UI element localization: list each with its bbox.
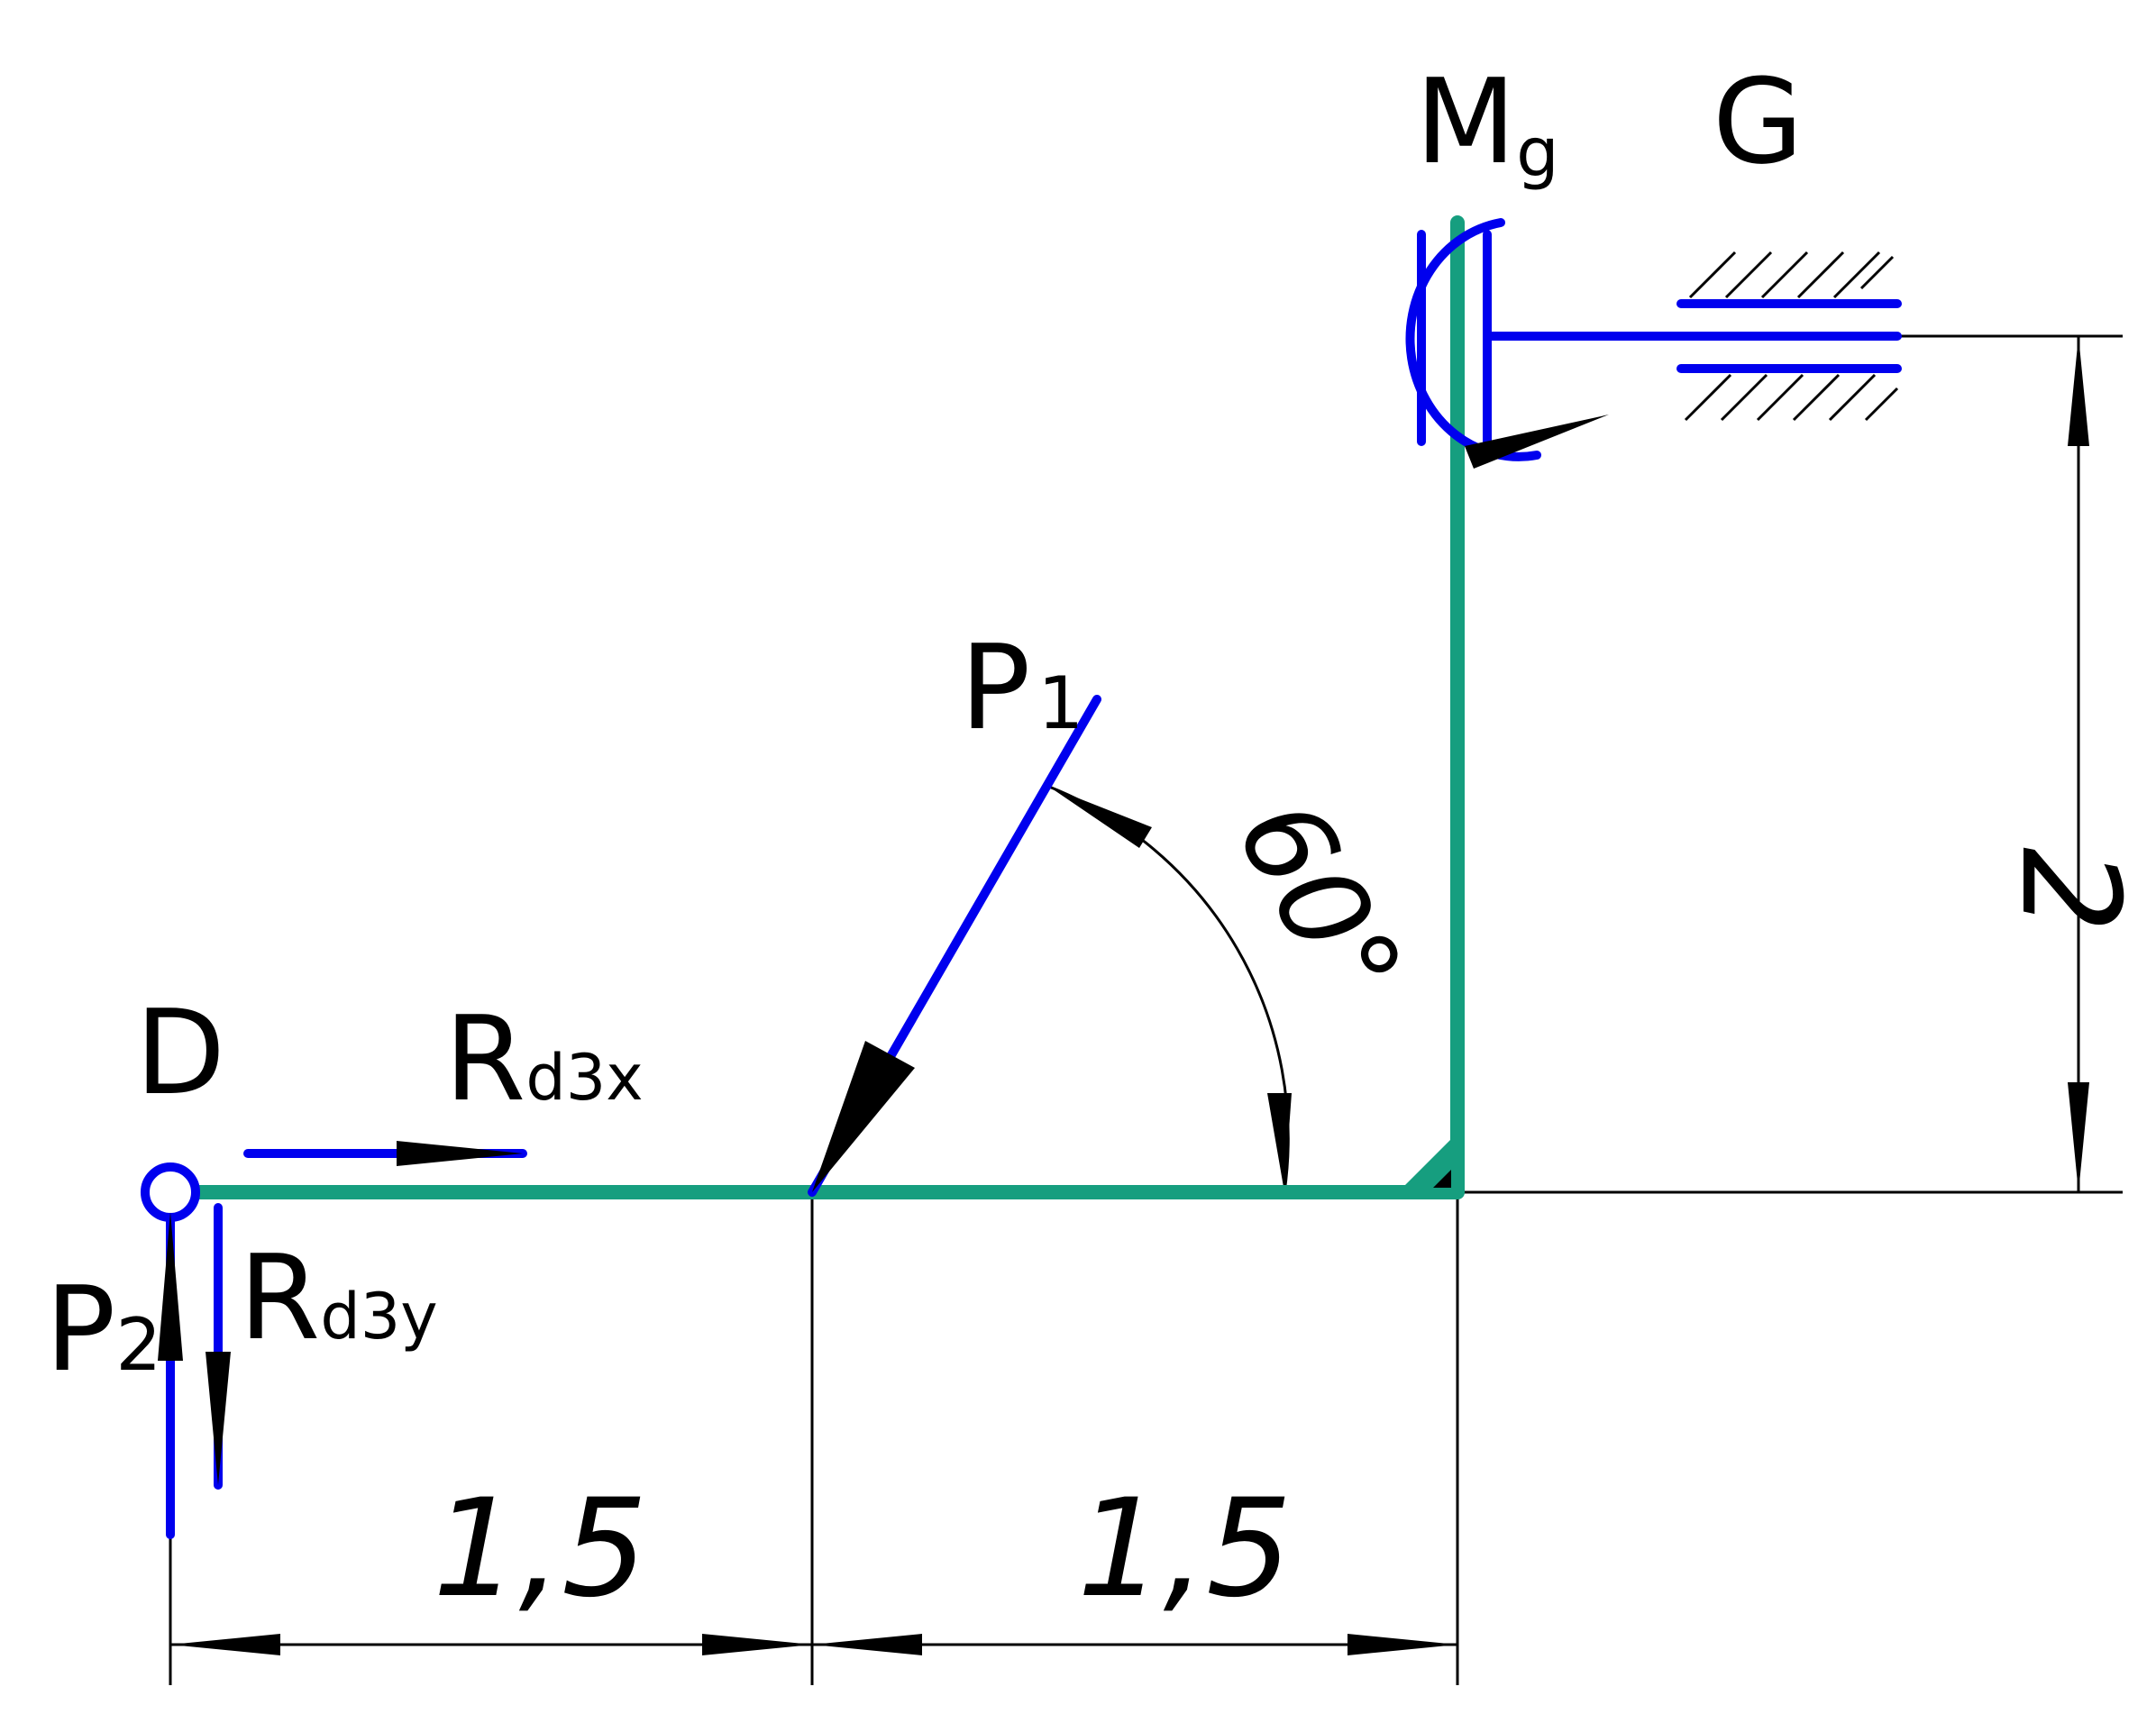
- dimension-left-span: 1,5: [433, 1471, 648, 1627]
- angle-arrowhead-top: [1049, 787, 1152, 848]
- arrowhead-down: [2068, 1082, 2089, 1192]
- arrowhead-right-2: [1348, 1634, 1457, 1655]
- frame: [163, 215, 1465, 1199]
- arrowhead-right-1: [702, 1634, 812, 1655]
- p1-arrowhead: [812, 1041, 915, 1192]
- support-hatching: [1684, 251, 1899, 422]
- frame-corner-gusset: [1401, 1135, 1455, 1190]
- reaction-x-arrowhead: [397, 1141, 523, 1166]
- reaction-y-arrowhead: [206, 1352, 231, 1485]
- label-moment: Mg: [1415, 53, 1559, 192]
- label-force-p2: P2: [45, 1261, 161, 1398]
- dimension-right-span: 1,5: [1077, 1471, 1293, 1627]
- label-point-d: D: [135, 984, 225, 1121]
- label-reaction-x: Rd3x: [444, 990, 644, 1127]
- force-arrowheads: [158, 415, 1609, 1485]
- angle-arrowhead-bottom: [1267, 1093, 1292, 1192]
- dimension-arrowheads: [170, 336, 2089, 1655]
- label-support-g: G: [1713, 53, 1804, 190]
- dimension-height: 2: [1991, 847, 2148, 933]
- arrowhead-left-2: [812, 1634, 922, 1655]
- dimension-values: 1,5 1,5 2 60°: [433, 778, 2148, 1627]
- frame-corner-mark: [1433, 1170, 1451, 1188]
- label-reaction-y: Rd3y: [239, 1229, 438, 1366]
- moment-arrowhead: [1465, 415, 1609, 469]
- arrowhead-left-1: [170, 1634, 280, 1655]
- p2-arrowhead: [158, 1212, 183, 1361]
- arrowhead-up: [2068, 336, 2089, 446]
- hinge-d: [141, 1162, 200, 1222]
- dimension-angle: 60°: [1210, 778, 1429, 1026]
